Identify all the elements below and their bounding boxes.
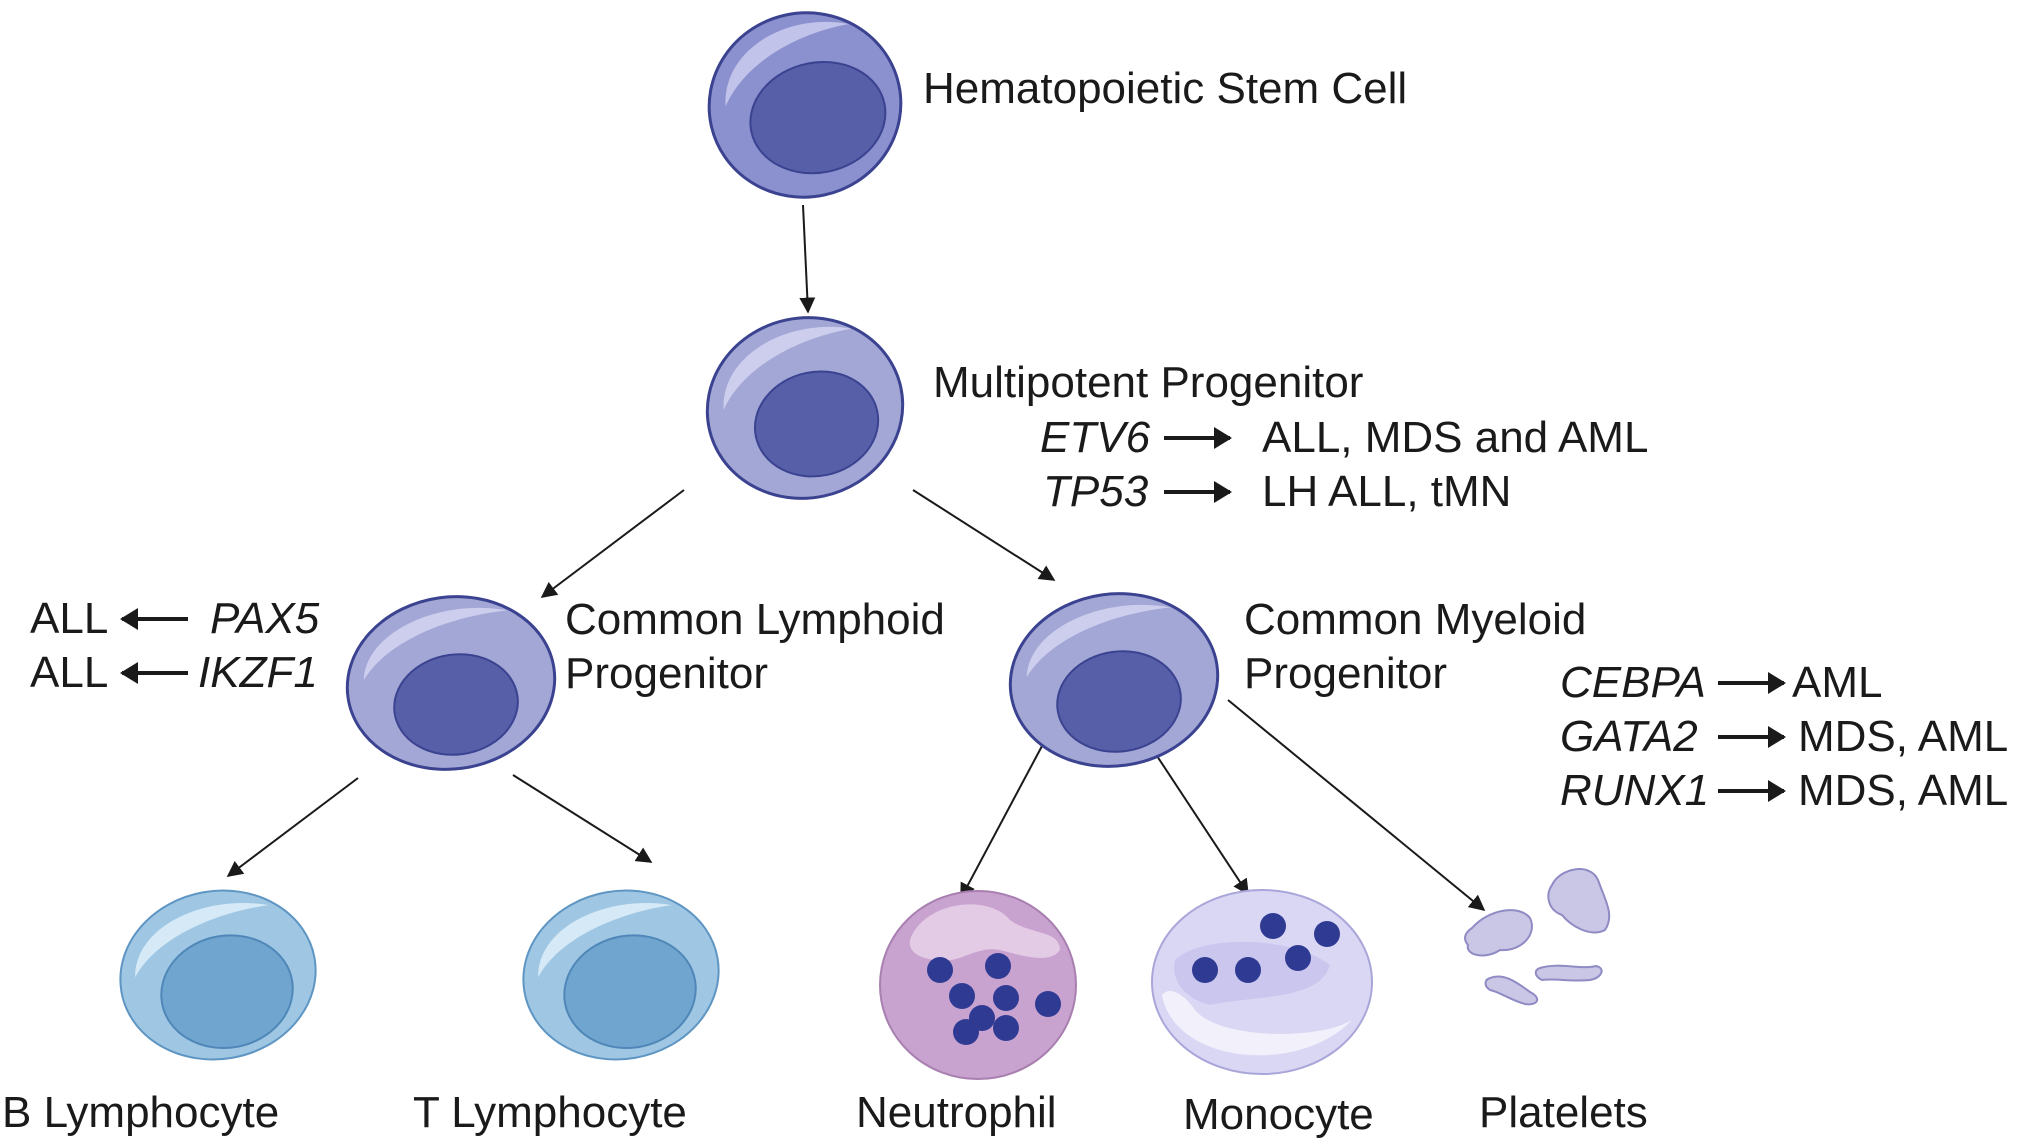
disease-name: MDS, AML bbox=[1798, 712, 2009, 761]
gene-name: CEBPA bbox=[1560, 658, 1706, 707]
gene-name: IKZF1 bbox=[198, 648, 318, 697]
disease-name: ALL bbox=[30, 648, 109, 697]
cmp-cell-icon bbox=[1008, 592, 1220, 768]
disease-name: MDS, AML bbox=[1798, 766, 2009, 815]
mpp-gene-row: ETV6 ALL, MDS and AML bbox=[1040, 411, 1648, 465]
clp-label-line1: Common Lymphoid bbox=[565, 595, 945, 644]
t-lymphocyte-icon bbox=[522, 889, 720, 1061]
cmp-gene-row: RUNX1 MDS, AML bbox=[1560, 764, 2008, 818]
hsc-cell-icon bbox=[707, 11, 903, 199]
clp-gene-row: ALL PAX5 bbox=[30, 592, 319, 646]
clp-gene-row: ALL IKZF1 bbox=[30, 646, 318, 700]
cmp-gene-row: CEBPA AML bbox=[1560, 656, 1882, 710]
arrow-mpp-to-cmp bbox=[912, 489, 1056, 581]
mpp-label: Multipotent Progenitor bbox=[933, 358, 1364, 407]
gene-name: RUNX1 bbox=[1560, 766, 1710, 815]
hsc-label: Hematopoietic Stem Cell bbox=[923, 64, 1408, 113]
arrow-cmp-to-monocyte bbox=[1156, 755, 1249, 896]
platelets-icon bbox=[1464, 868, 1611, 1006]
clp-cell-icon bbox=[345, 595, 557, 771]
gene-name: PAX5 bbox=[210, 594, 320, 643]
mpp-gene-row: TP53 LH ALL, tMN bbox=[1043, 465, 1511, 519]
right-arrow-icon bbox=[1164, 427, 1232, 449]
disease-name: AML bbox=[1792, 658, 1883, 707]
arrow-clp-to-b bbox=[226, 777, 359, 877]
b-lymphocyte-label: B Lymphocyte bbox=[2, 1088, 280, 1137]
left-arrow-icon bbox=[120, 662, 188, 684]
arrow-cmp-to-neutrophil bbox=[960, 745, 1043, 900]
disease-name: LH ALL, tMN bbox=[1262, 467, 1512, 516]
right-arrow-icon bbox=[1164, 481, 1232, 503]
arrow-mpp-to-clp bbox=[540, 489, 685, 598]
clp-label-line2: Progenitor bbox=[565, 649, 769, 698]
mpp-cell-icon bbox=[705, 316, 905, 500]
disease-name: ALL, MDS and AML bbox=[1262, 413, 1649, 462]
cmp-gene-row: GATA2 MDS, AML bbox=[1560, 710, 2008, 764]
arrow-clp-to-t bbox=[512, 774, 653, 863]
arrow-hsc-to-mpp bbox=[799, 204, 816, 314]
right-arrow-icon bbox=[1718, 780, 1786, 802]
neutrophil-label: Neutrophil bbox=[856, 1088, 1057, 1137]
platelets-label: Platelets bbox=[1479, 1088, 1648, 1137]
arrows bbox=[226, 204, 1486, 912]
gene-name: TP53 bbox=[1043, 467, 1149, 516]
right-arrow-icon bbox=[1718, 726, 1786, 748]
cmp-label-line1: Common Myeloid bbox=[1244, 595, 1587, 644]
monocyte-icon bbox=[1151, 889, 1373, 1075]
gene-name: ETV6 bbox=[1040, 413, 1151, 462]
gene-name: GATA2 bbox=[1560, 712, 1698, 761]
t-lymphocyte-label: T Lymphocyte bbox=[413, 1088, 687, 1137]
left-arrow-icon bbox=[120, 608, 188, 630]
right-arrow-icon bbox=[1718, 672, 1786, 694]
disease-name: ALL bbox=[30, 594, 109, 643]
cmp-label-line2: Progenitor bbox=[1244, 649, 1448, 698]
arrow-cmp-to-platelets bbox=[1227, 699, 1486, 912]
monocyte-label: Monocyte bbox=[1183, 1090, 1374, 1139]
b-lymphocyte-icon bbox=[119, 889, 317, 1061]
neutrophil-icon bbox=[879, 890, 1077, 1080]
